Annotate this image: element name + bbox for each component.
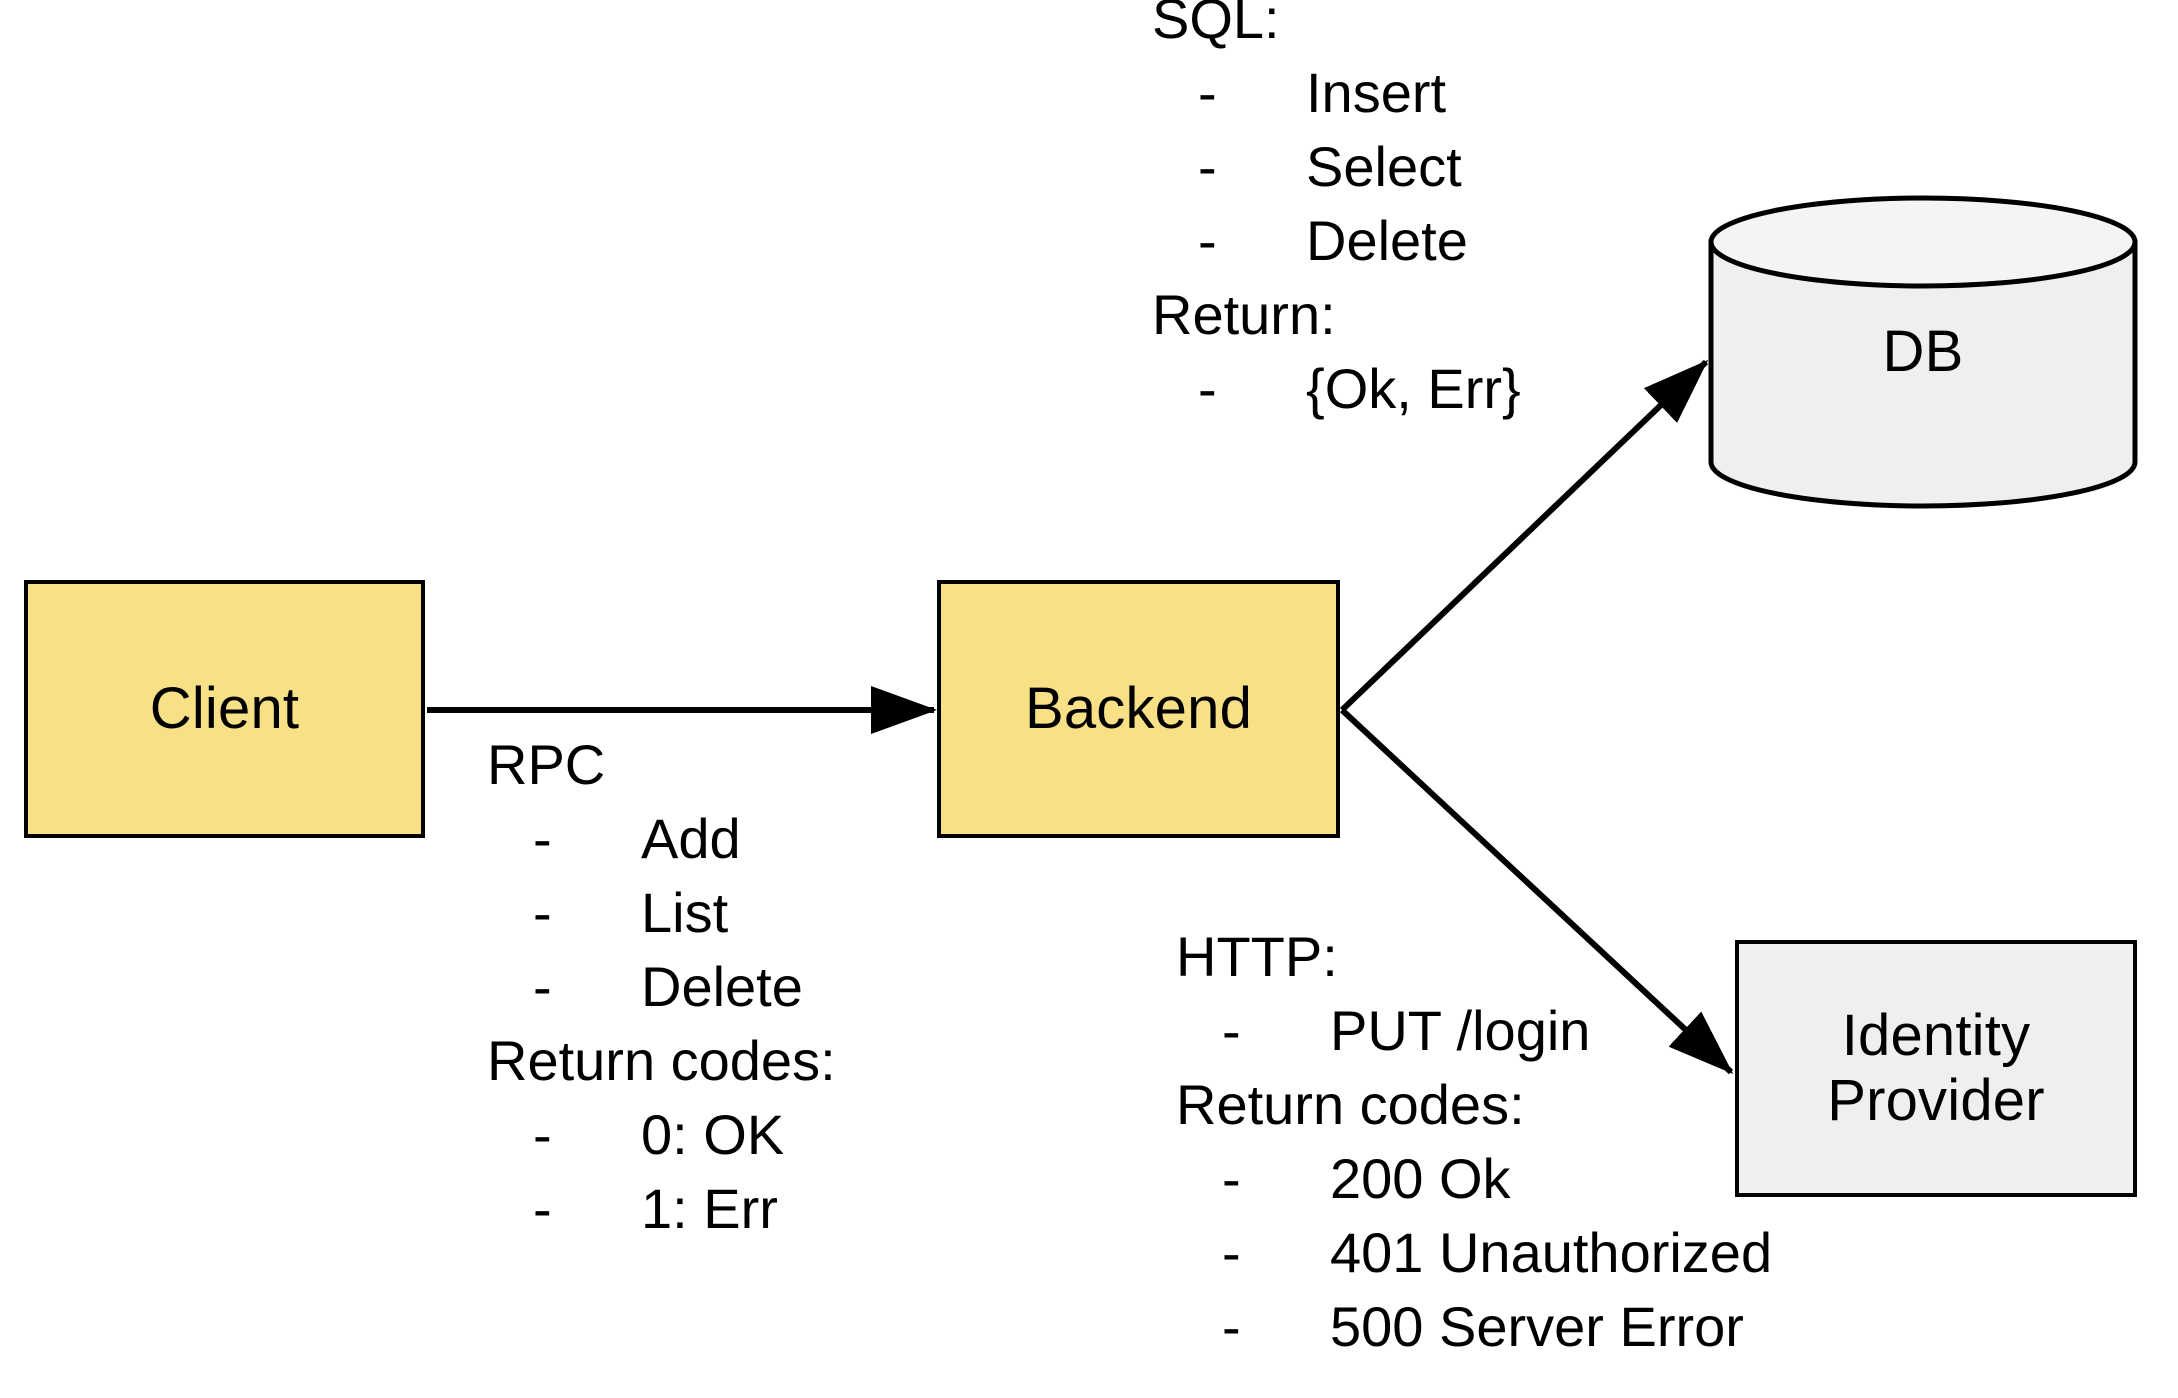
sql-item: - Select — [1152, 130, 1521, 204]
sql-return-item-label: {Ok, Err} — [1306, 357, 1521, 420]
rpc-item-label: Delete — [641, 955, 803, 1018]
sql-item-label: Delete — [1306, 209, 1468, 272]
http-item: - PUT /login — [1176, 994, 1772, 1068]
bullet-dash: - — [1198, 61, 1217, 124]
annotation-rpc: RPC - Add - List - Delete Return codes: - 0:… — [487, 728, 836, 1246]
rpc-return-item-label: 1: Err — [641, 1177, 778, 1240]
node-backend-label: Backend — [1024, 675, 1253, 741]
sql-return-heading: Return: — [1152, 283, 1336, 346]
rpc-item: - List — [487, 876, 836, 950]
sql-item: - Insert — [1152, 56, 1521, 130]
sql-return-item: - {Ok, Err} — [1152, 352, 1521, 426]
http-return-heading: Return codes: — [1176, 1073, 1525, 1136]
rpc-heading: RPC — [487, 733, 606, 796]
rpc-return-item-label: 0: OK — [641, 1103, 785, 1166]
bullet-dash: - — [533, 955, 552, 1018]
http-return-item-label: 200 Ok — [1330, 1147, 1511, 1210]
bullet-dash: - — [1222, 1295, 1241, 1358]
node-db[interactable]: DB — [1708, 195, 2138, 509]
node-db-label: DB — [1882, 318, 1964, 384]
rpc-return-item: - 0: OK — [487, 1098, 836, 1172]
db-cylinder-icon — [1708, 195, 2138, 509]
rpc-item: - Delete — [487, 950, 836, 1024]
bullet-dash: - — [533, 807, 552, 870]
bullet-dash: - — [533, 1103, 552, 1166]
node-client-label: Client — [149, 675, 300, 741]
node-client[interactable]: Client — [24, 580, 425, 838]
rpc-return-item: - 1: Err — [487, 1172, 836, 1246]
bullet-dash: - — [1198, 357, 1217, 420]
bullet-dash: - — [1222, 999, 1241, 1062]
http-return-item-label: 500 Server Error — [1330, 1295, 1744, 1358]
bullet-dash: - — [1198, 209, 1217, 272]
sql-heading: SQL: — [1152, 0, 1280, 50]
bullet-dash: - — [1222, 1221, 1241, 1284]
bullet-dash: - — [1222, 1147, 1241, 1210]
http-return-item: - 500 Server Error — [1176, 1290, 1772, 1364]
http-heading: HTTP: — [1176, 925, 1338, 988]
node-identity-provider[interactable]: Identity Provider — [1735, 940, 2137, 1197]
sql-item-label: Insert — [1306, 61, 1447, 124]
http-return-item: - 401 Unauthorized — [1176, 1216, 1772, 1290]
bullet-dash: - — [1198, 135, 1217, 198]
annotation-sql: SQL: - Insert - Select - Delete Return: - {O… — [1152, 0, 1521, 426]
bullet-dash: - — [533, 881, 552, 944]
rpc-item-label: List — [641, 881, 729, 944]
rpc-return-heading: Return codes: — [487, 1029, 836, 1092]
node-backend[interactable]: Backend — [937, 580, 1340, 838]
node-identity-provider-label: Identity Provider — [1827, 1002, 2045, 1133]
rpc-item-label: Add — [641, 807, 741, 870]
http-return-item-label: 401 Unauthorized — [1330, 1221, 1773, 1284]
bullet-dash: - — [533, 1177, 552, 1240]
annotation-http: HTTP: -PUT /login Return codes: -200 Ok … — [1176, 920, 1772, 1364]
http-return-item: - 200 Ok — [1176, 1142, 1772, 1216]
sql-item-label: Select — [1306, 135, 1462, 198]
http-item-label: PUT /login — [1330, 999, 1591, 1062]
rpc-item: - Add — [487, 802, 836, 876]
sql-item: - Delete — [1152, 204, 1521, 278]
